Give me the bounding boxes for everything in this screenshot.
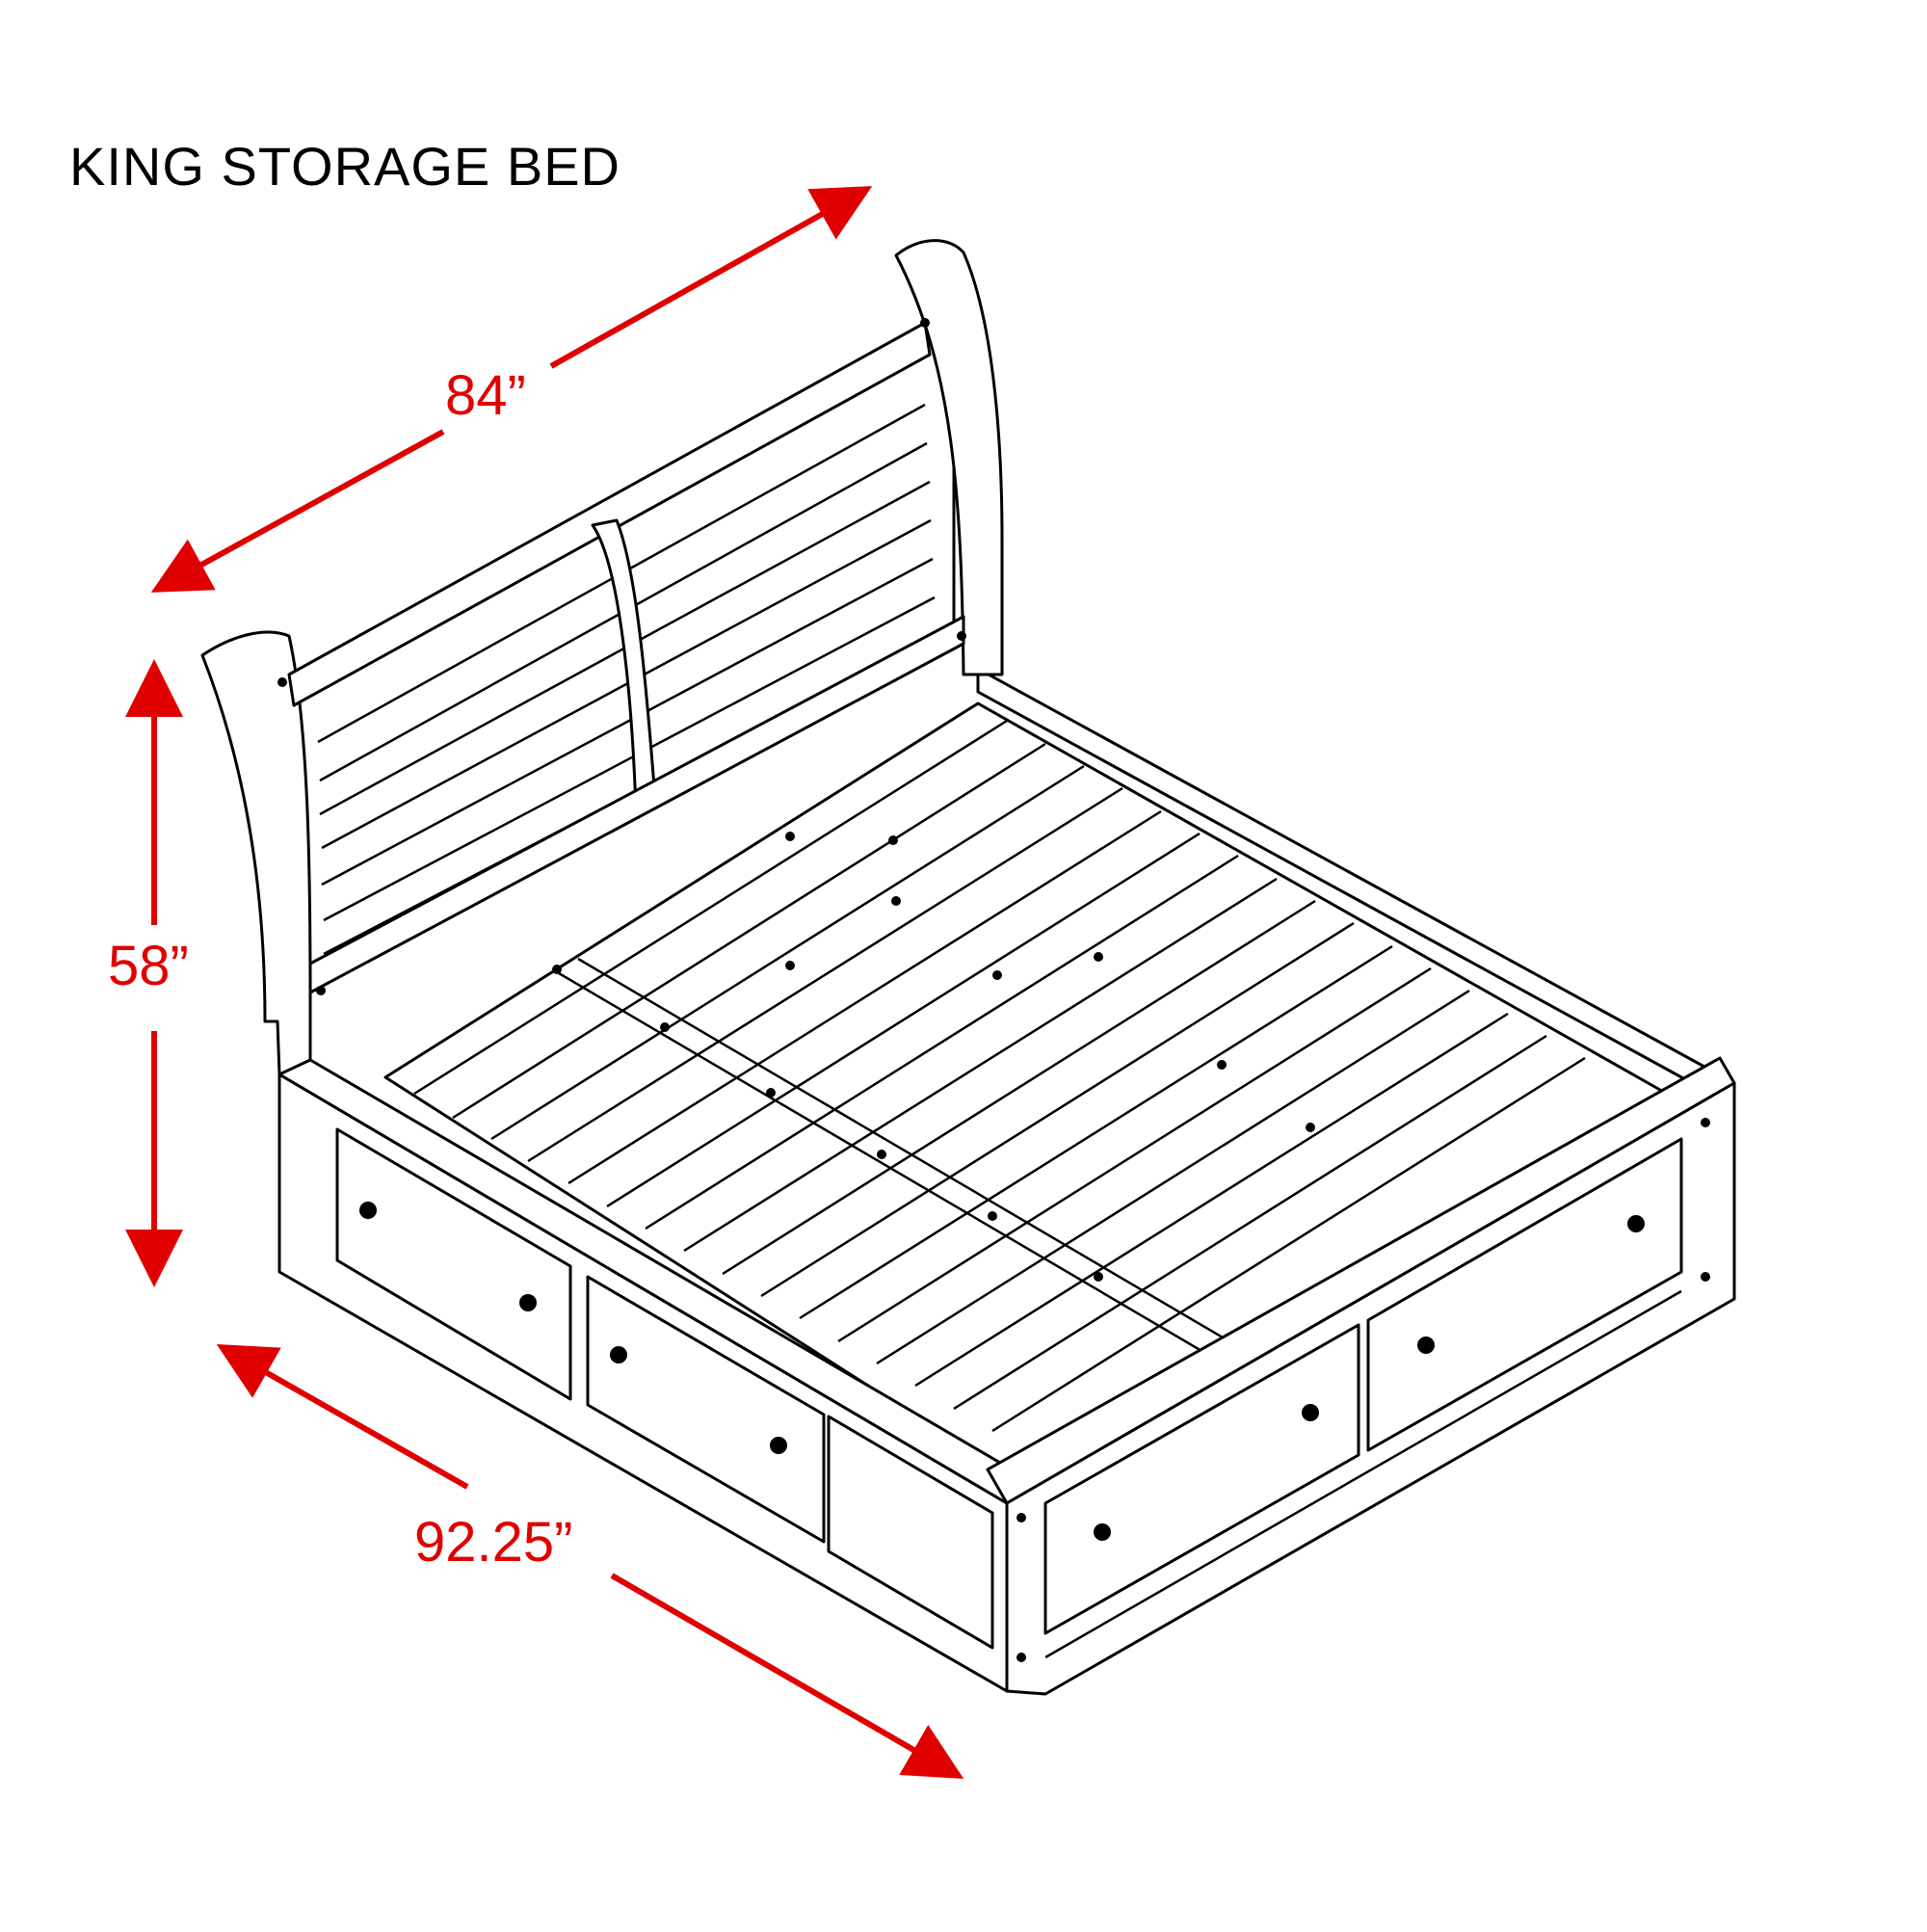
footboard [986, 1056, 1736, 1696]
width-arrow-left [150, 429, 445, 593]
left-drawer-2 [586, 1275, 826, 1544]
height-label: 58” [108, 935, 189, 997]
width-label: 84” [445, 364, 526, 427]
headboard [200, 239, 1004, 1076]
height-dimension: 58” [108, 659, 189, 1287]
bed-drawing [200, 239, 1736, 1696]
slat-platform [383, 701, 1669, 1476]
dimension-annotations: 84” 58” 92.25” [108, 186, 964, 1780]
length-arrow-right [610, 1573, 964, 1780]
front-drawer-2 [1366, 1137, 1683, 1452]
diagram-title: KING STORAGE BED [69, 136, 620, 197]
length-dimension: 92.25” [216, 1344, 964, 1780]
length-label: 92.25” [414, 1511, 572, 1574]
left-drawer-1 [335, 1127, 572, 1401]
front-drawer-1 [1043, 1323, 1360, 1635]
length-arrow-left [216, 1344, 469, 1490]
width-dimension: 84” [150, 186, 873, 593]
left-storage-side [277, 1058, 1014, 1693]
width-arrow-right [549, 186, 873, 369]
